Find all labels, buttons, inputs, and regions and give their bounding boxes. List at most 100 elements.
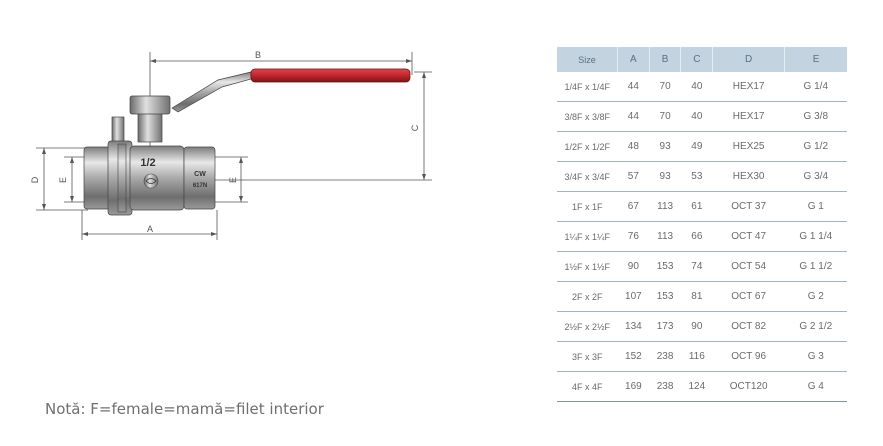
cell-b: 153 — [649, 251, 681, 282]
dim-label-d: D — [30, 176, 40, 183]
cell-b: 93 — [649, 161, 681, 192]
cell-d: OCT 67 — [712, 281, 785, 312]
cell-b: 70 — [649, 72, 681, 102]
cell-a: 134 — [617, 311, 650, 342]
cell-size: 3/4F x 3/4F — [557, 161, 618, 192]
cell-e: G 1/4 — [784, 72, 847, 102]
cell-size: 1/4F x 1/4F — [557, 72, 618, 102]
cell-b: 153 — [649, 281, 681, 312]
cell-d: OCT 54 — [712, 251, 785, 282]
cell-a: 57 — [617, 161, 650, 192]
cell-size: 2F x 2F — [557, 281, 618, 312]
cell-size: 3F x 3F — [557, 341, 618, 372]
body-size-mark: 1/2 — [140, 157, 155, 169]
cell-e: G 2 — [784, 281, 847, 312]
cell-size: 1F x 1F — [557, 191, 618, 222]
cell-a: 44 — [617, 101, 650, 132]
valve-handle — [171, 68, 411, 113]
cell-size: 3/8F x 3/8F — [557, 101, 618, 132]
table-header-row: Size A B C D E — [557, 47, 847, 72]
cell-d: OCT120 — [712, 371, 785, 402]
cell-e: G 3/8 — [784, 101, 847, 132]
cell-d: HEX25 — [712, 131, 785, 162]
dim-label-b: B — [255, 50, 261, 60]
cell-e: G 3 — [784, 341, 847, 372]
cell-d: HEX30 — [712, 161, 785, 192]
cell-a: 67 — [617, 191, 650, 222]
valve-body — [83, 140, 216, 216]
cell-b: 70 — [649, 101, 681, 132]
cell-e: G 1 1/2 — [784, 251, 847, 282]
cell-b: 173 — [649, 311, 681, 342]
body-cw-mark: CW — [194, 171, 206, 178]
cell-b: 113 — [649, 221, 681, 252]
cell-d: HEX17 — [712, 72, 785, 102]
cell-c: 66 — [680, 221, 713, 252]
cell-a: 152 — [617, 341, 650, 372]
cell-c: 74 — [680, 251, 713, 282]
cell-a: 107 — [617, 281, 650, 312]
cell-b: 238 — [649, 371, 681, 402]
header-d: D — [712, 47, 786, 72]
dim-label-e-left: E — [58, 177, 68, 183]
header-b: B — [649, 47, 682, 72]
header-e: E — [784, 47, 847, 72]
dimension-lines — [36, 52, 432, 240]
cell-size: 1½F x 1½F — [557, 251, 618, 282]
cell-b: 238 — [649, 341, 681, 372]
cell-size: 1/2F x 1/2F — [557, 131, 618, 162]
cell-c: 116 — [680, 341, 713, 372]
dim-label-c: C — [410, 124, 420, 131]
cell-a: 76 — [617, 221, 650, 252]
cell-a: 90 — [617, 251, 650, 282]
cell-e: G 3/4 — [784, 161, 847, 192]
cell-c: 53 — [680, 161, 713, 192]
header-size: Size — [557, 47, 618, 72]
cell-c: 124 — [680, 371, 713, 402]
body-material-mark: 617N — [193, 183, 207, 189]
cell-e: G 1/2 — [784, 131, 847, 162]
valve-technical-drawing: 1/2 CW 617N B C D E E A — [30, 50, 432, 240]
cell-d: OCT 37 — [712, 191, 785, 222]
header-c: C — [680, 47, 714, 72]
valve-stem — [111, 95, 171, 146]
footnote: Notă: F=female=mamă=filet interior — [45, 400, 324, 418]
cell-d: HEX17 — [712, 101, 785, 132]
cell-a: 44 — [617, 72, 650, 102]
cell-b: 113 — [649, 191, 681, 222]
cell-size: 4F x 4F — [557, 371, 618, 402]
dimension-arrows — [42, 59, 426, 236]
cell-e: G 1 — [784, 191, 847, 222]
cell-size: 2½F x 2½F — [557, 311, 618, 342]
cell-a: 169 — [617, 371, 650, 402]
cell-c: 40 — [680, 101, 713, 132]
cell-d: OCT 82 — [712, 311, 785, 342]
cell-a: 48 — [617, 131, 650, 162]
cell-d: OCT 47 — [712, 221, 785, 252]
cell-d: OCT 96 — [712, 341, 785, 372]
cell-b: 93 — [649, 131, 681, 162]
dim-label-a: A — [147, 224, 153, 234]
cell-e: G 1 1/4 — [784, 221, 847, 252]
cell-c: 61 — [680, 191, 713, 222]
cell-c: 40 — [680, 72, 713, 102]
cell-size: 1¼F x 1¼F — [557, 221, 618, 252]
cell-c: 49 — [680, 131, 713, 162]
cell-c: 90 — [680, 311, 713, 342]
header-a: A — [617, 47, 650, 72]
cell-e: G 4 — [784, 371, 847, 402]
dim-label-e-right: E — [228, 177, 238, 183]
